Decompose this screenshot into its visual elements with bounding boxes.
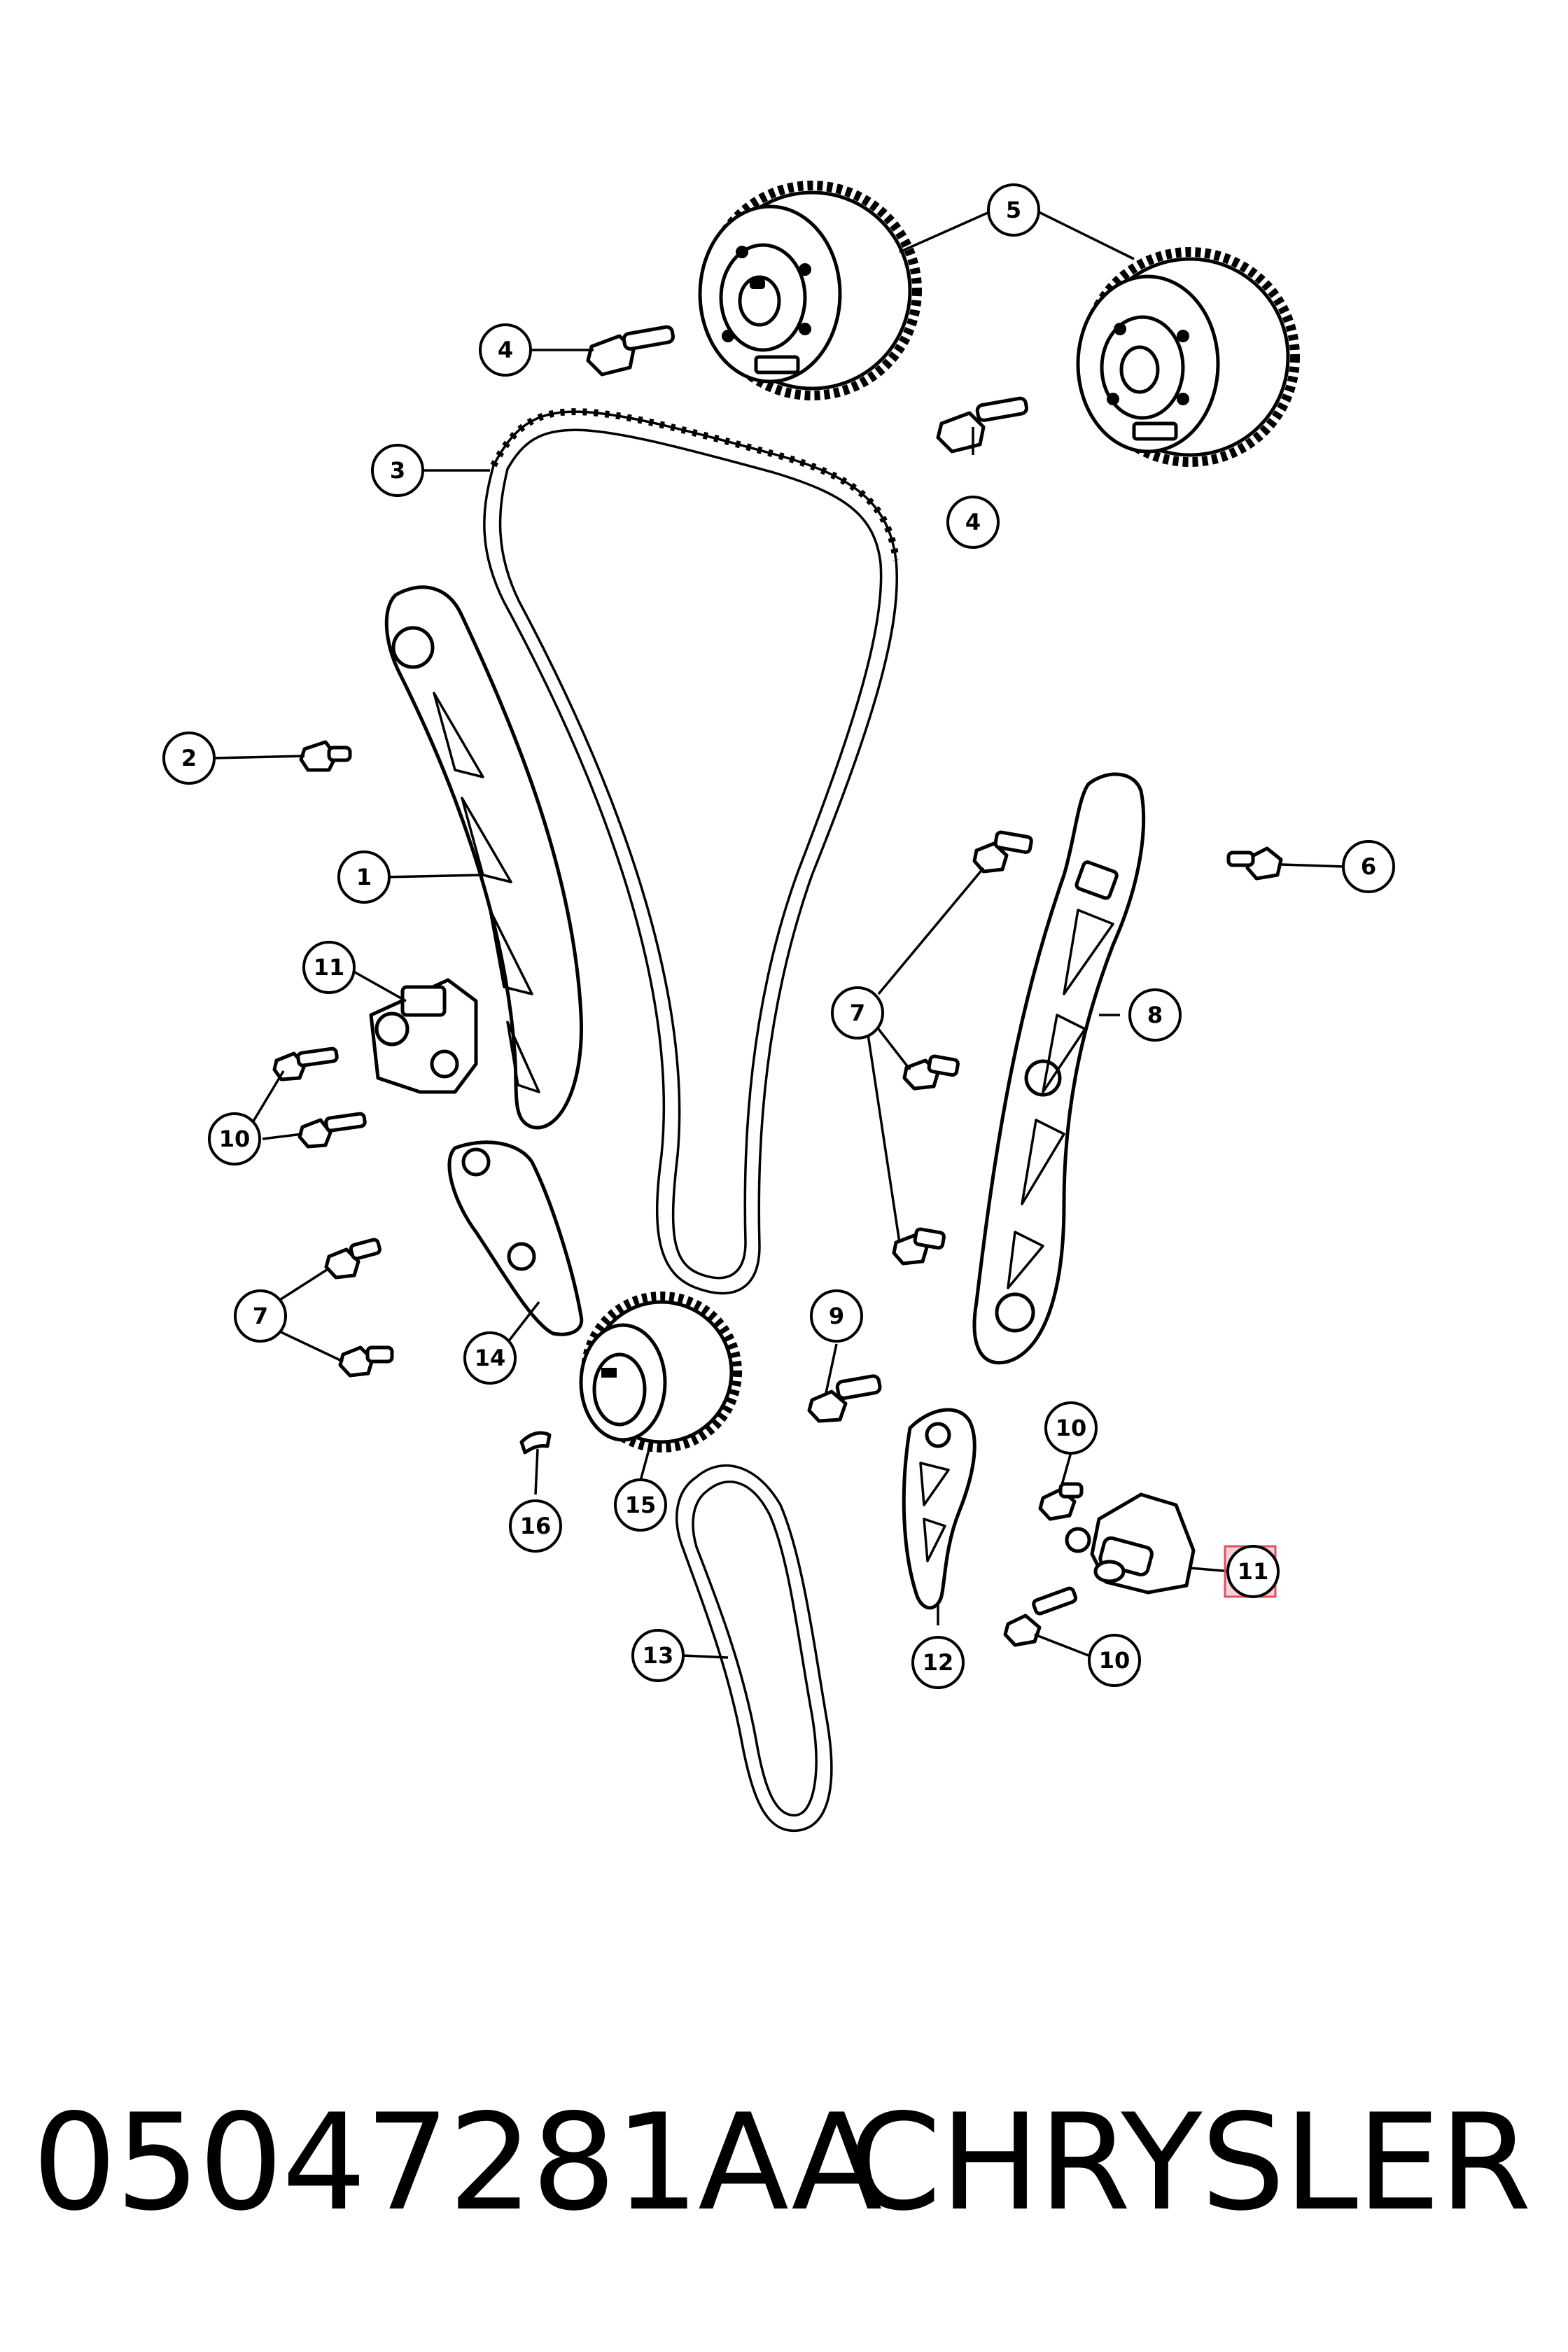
cam-bolt-upper bbox=[586, 325, 675, 377]
callout-7-left[interactable]: 7 bbox=[234, 1289, 287, 1343]
guide-bolt-2 bbox=[299, 740, 352, 772]
chain-guide-small bbox=[447, 1140, 584, 1336]
chain-guide-left bbox=[384, 585, 583, 1130]
callout-14[interactable]: 14 bbox=[463, 1331, 517, 1385]
callout-label: 4 bbox=[498, 337, 513, 363]
callout-label: 14 bbox=[475, 1345, 506, 1371]
callout-8[interactable]: 8 bbox=[1128, 988, 1182, 1042]
callout-7-right[interactable]: 7 bbox=[831, 986, 884, 1040]
callout-9[interactable]: 9 bbox=[810, 1289, 863, 1343]
chain-guide-right bbox=[972, 772, 1146, 1365]
callout-label: 3 bbox=[390, 457, 405, 484]
guide-bolt-7-top bbox=[972, 830, 1033, 874]
guide-bolt-6 bbox=[1226, 846, 1283, 881]
part-number-caption: 05047281AA bbox=[32, 2085, 882, 2240]
leader-lines bbox=[213, 209, 1345, 1659]
guide-bolt-7-low bbox=[892, 1227, 946, 1266]
chain-guide-lower bbox=[902, 1408, 976, 1610]
tensioner-bolt-upper-b bbox=[298, 1112, 367, 1149]
callout-label: 11 bbox=[314, 954, 345, 981]
callout-15[interactable]: 15 bbox=[614, 1478, 667, 1532]
callout-6[interactable]: 6 bbox=[1342, 840, 1395, 893]
callout-label: 10 bbox=[1056, 1415, 1087, 1441]
cam-phaser-left bbox=[698, 181, 922, 400]
callout-label: 2 bbox=[181, 745, 197, 771]
tensioner-bolt-lower-b bbox=[1003, 1586, 1078, 1647]
callout-2[interactable]: 2 bbox=[162, 732, 216, 785]
callout-5[interactable]: 5 bbox=[987, 183, 1040, 237]
tensioner-lower-right bbox=[1065, 1492, 1196, 1595]
timing-chain bbox=[483, 408, 899, 1295]
tensioner-bolt-lower-a bbox=[1038, 1482, 1084, 1521]
callout-label: 1 bbox=[356, 864, 372, 890]
callout-label: 4 bbox=[965, 509, 981, 536]
bolt-9 bbox=[807, 1374, 882, 1423]
guide-bolt-7-mid bbox=[902, 1054, 960, 1091]
callout-10-upper[interactable]: 10 bbox=[208, 1112, 261, 1166]
callout-label: 9 bbox=[829, 1303, 844, 1329]
oil-pump-chain bbox=[676, 1464, 833, 1832]
guide-bolt-7-left-a bbox=[324, 1238, 382, 1280]
callout-label: 8 bbox=[1147, 1002, 1163, 1028]
callout-label: 11 bbox=[1238, 1558, 1269, 1585]
guide-bolt-7-left-b bbox=[338, 1345, 394, 1378]
crankshaft-sprocket bbox=[579, 1292, 742, 1452]
callout-10-right-lower[interactable]: 10 bbox=[1088, 1634, 1141, 1687]
tensioner-bolt-upper-a bbox=[272, 1046, 339, 1082]
manufacturer-caption: CHRYSLER bbox=[848, 2085, 1532, 2240]
callout-label: 10 bbox=[1099, 1647, 1130, 1674]
callout-label: 7 bbox=[850, 1000, 865, 1026]
callout-label: 7 bbox=[253, 1303, 268, 1329]
callout-16[interactable]: 16 bbox=[509, 1499, 562, 1553]
callout-4-lower[interactable]: 4 bbox=[946, 496, 1000, 549]
callout-11-upper[interactable]: 11 bbox=[302, 941, 356, 994]
callout-label: 10 bbox=[219, 1126, 251, 1152]
callout-3[interactable]: 3 bbox=[371, 444, 424, 497]
callout-4-upper[interactable]: 4 bbox=[479, 323, 532, 377]
callout-label: 15 bbox=[625, 1492, 657, 1518]
callout-label: 6 bbox=[1361, 853, 1376, 880]
callout-13[interactable]: 13 bbox=[631, 1629, 685, 1682]
callout-label: 16 bbox=[520, 1513, 552, 1539]
callout-1[interactable]: 1 bbox=[337, 850, 391, 904]
cam-phaser-right bbox=[1076, 247, 1300, 467]
callout-label: 5 bbox=[1006, 197, 1021, 223]
timing-chain-exploded-diagram: 5 4 4 3 2 1 11 10 6 7 8 7 bbox=[162, 181, 1395, 1832]
callout-11-lower[interactable]: 11 bbox=[1226, 1545, 1280, 1598]
tensioner-upper-left bbox=[369, 978, 478, 1094]
callout-12[interactable]: 12 bbox=[911, 1636, 965, 1689]
callout-10-right-upper[interactable]: 10 bbox=[1044, 1401, 1098, 1455]
cam-bolt-lower bbox=[936, 396, 1028, 454]
woodruff-key bbox=[519, 1431, 552, 1455]
callout-label: 12 bbox=[923, 1649, 954, 1676]
callout-label: 13 bbox=[643, 1642, 674, 1669]
